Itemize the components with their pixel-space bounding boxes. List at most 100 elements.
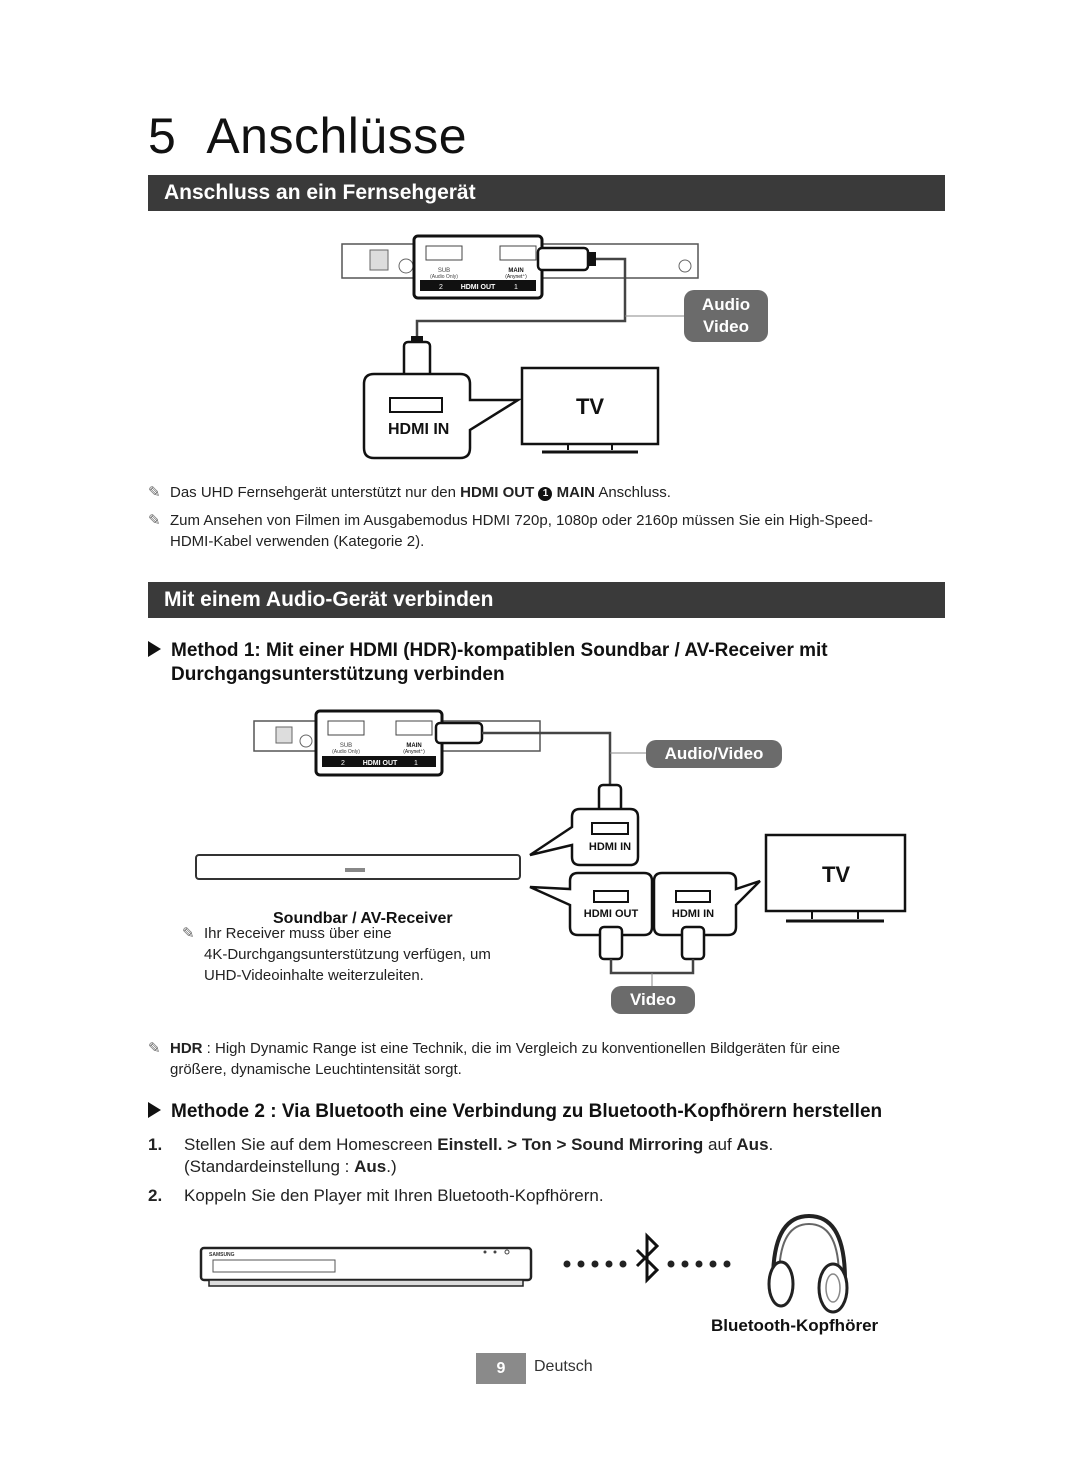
chapter-title-text: Anschlüsse [206,108,468,164]
badge-2: 2 [439,284,443,291]
port-icon [299,734,313,748]
badge-1: 1 [414,760,418,767]
step-text-end: . [768,1135,774,1154]
step-text-mid: auf [703,1135,737,1154]
arrow-right-icon [148,641,161,657]
hdmi-sub-port-icon [425,245,463,261]
port-main-label: MAIN [406,743,421,749]
hdmi-in-port-icon [389,397,443,413]
tv-label: TV [822,862,850,887]
method2-text: Methode 2 : Via Bluetooth eine Verbindun… [171,1101,883,1122]
soundbar-label: Soundbar / AV-Receiver [273,910,453,927]
hdmi-in-label: HDMI IN [388,421,449,438]
circle-number-icon: 1 [538,487,553,501]
tv-label: TV [576,394,604,419]
hdmi-out-bar [420,280,536,291]
note-bold-main: MAIN [556,484,595,501]
diagram-audio-connection: SUB (Audio Only) MAIN (Anynet⁺) HDMI OUT… [195,709,907,987]
menu-sound-mirroring: Sound Mirroring [571,1135,704,1154]
hdmi-in-port-icon-2 [675,890,711,903]
hdmi-cable-video [609,959,695,975]
soundbar-display [345,868,365,872]
note-text: Zum Ansehen von Filmen im Ausgabemodus H… [170,512,873,529]
chapter-number: 5 [148,108,177,164]
note-bold: HDR [170,1040,203,1057]
note-text-line3: UHD-Videoinhalte weiterzuleiten. [204,967,424,984]
hdmi-plug-top [434,721,484,745]
menu-sep: > [551,1135,572,1154]
hdmi-out-callout [529,871,654,937]
diagram-bluetooth: SAMSUNG [199,1213,849,1314]
screw-icon [678,259,692,273]
page-language: Deutsch [534,1358,593,1375]
hdmi-sub-port-icon [327,720,365,736]
note-uhd-tv: ✎ Das UHD Fernsehgerät unterstützt nur de… [148,482,948,503]
method1-heading: Method 1: Mit einer HDMI (HDR)-kompatibl… [148,639,948,687]
disc-tray-icon [212,1259,336,1273]
hdmi-out-port-icon [593,890,629,903]
section-heading-audio: Mit einem Audio-Gerät verbinden [148,582,945,618]
note-text-line2: HDMI-Kabel verwenden (Kategorie 2). [170,533,425,550]
power-port-icon [369,249,389,271]
note-text: Ihr Receiver muss über eine [204,925,392,942]
diagram-tv-connection: SUB (Audio Only) MAIN (Anynet⁺) HDMI OUT… [341,234,699,460]
player-base [208,1279,524,1287]
hdmi-in-callout-bottom [652,871,761,937]
step-number: 2. [148,1186,163,1205]
port-sub-label: SUB [438,268,450,274]
port-sub-sublabel: (Audio Only) [332,749,360,755]
step-1: 1.Stellen Sie auf dem Homescreen Einstel… [148,1134,948,1178]
note-bold: HDMI OUT [460,484,535,501]
step-number: 1. [148,1135,163,1154]
menu-einstell: Einstell. [437,1135,503,1154]
chapter-title: 5 Anschlüsse [148,106,467,166]
hdmi-in-port-icon [591,822,629,835]
pencil-icon: ✎ [182,925,195,942]
step-default-end: .) [386,1157,397,1176]
hdmi-in-callout [362,372,523,460]
hdmi-plug-strain-relief-2 [411,336,423,344]
note-text-line2: 4K-Durchgangsunterstützung verfügen, um [204,946,491,963]
note-text: Das UHD Fernsehgerät unterstützt nur den [170,484,461,501]
menu-aus: Aus [736,1135,769,1154]
hdmi-in-bottom-label: HDMI IN [672,908,714,920]
tv-icon [764,833,907,913]
hdmi-main-port-icon [395,720,433,736]
headphones-icon [771,1213,847,1281]
hdmi-out-bar [322,756,436,767]
hdmi-cable [482,731,612,787]
hdmi-out-label: HDMI OUT [363,760,398,767]
hdmi-plug-strain-relief [588,252,596,266]
hdmi-out-label: HDMI OUT [461,284,496,291]
note-hdr: ✎ HDR : High Dynamic Range ist eine Techn… [148,1038,948,1080]
badge-1: 1 [514,284,518,291]
soundbar-icon [195,854,521,880]
port-main-label: MAIN [508,268,523,274]
page-number: 9 [476,1353,526,1384]
port-sub-sublabel: (Audio Only) [430,274,458,280]
port-main-sublabel: (Anynet⁺) [505,274,527,280]
note-text: : High Dynamic Range ist eine Technik, d… [202,1040,841,1057]
power-port-icon [275,726,293,744]
hdmi-plug-bottom-left [598,925,624,961]
step-default-bold: Aus [354,1157,387,1176]
step-text: Koppeln Sie den Player mit Ihren Bluetoo… [184,1186,604,1205]
pencil-icon: ✎ [148,484,161,501]
hdmi-main-port-icon [499,245,537,261]
port-main-sublabel: (Anynet⁺) [403,749,425,755]
note-text-end: Anschluss. [594,484,671,501]
hdmi-in-top-label: HDMI IN [589,841,631,853]
note-high-speed-cable: ✎Zum Ansehen von Filmen im Ausgabemodus … [148,510,948,552]
bluetooth-icon [635,1232,660,1284]
section-heading-tv: Anschluss an ein Fernsehgerät [148,175,945,211]
pencil-icon: ✎ [148,1040,161,1057]
brand-logo: SAMSUNG [209,1252,235,1258]
hdmi-in-callout-top [529,807,640,867]
step-2: 2. Koppeln Sie den Player mit Ihren Bluet… [148,1185,948,1207]
headphones-label: Bluetooth-Kopfhörer [711,1316,879,1335]
pill-line-audio: Audio [701,295,751,314]
audio-video-pill: Audio Video [684,290,768,342]
badge-2: 2 [341,760,345,767]
note-text-line2: größere, dynamische Leuchtintensität sor… [170,1061,462,1078]
menu-sep: > [502,1135,522,1154]
